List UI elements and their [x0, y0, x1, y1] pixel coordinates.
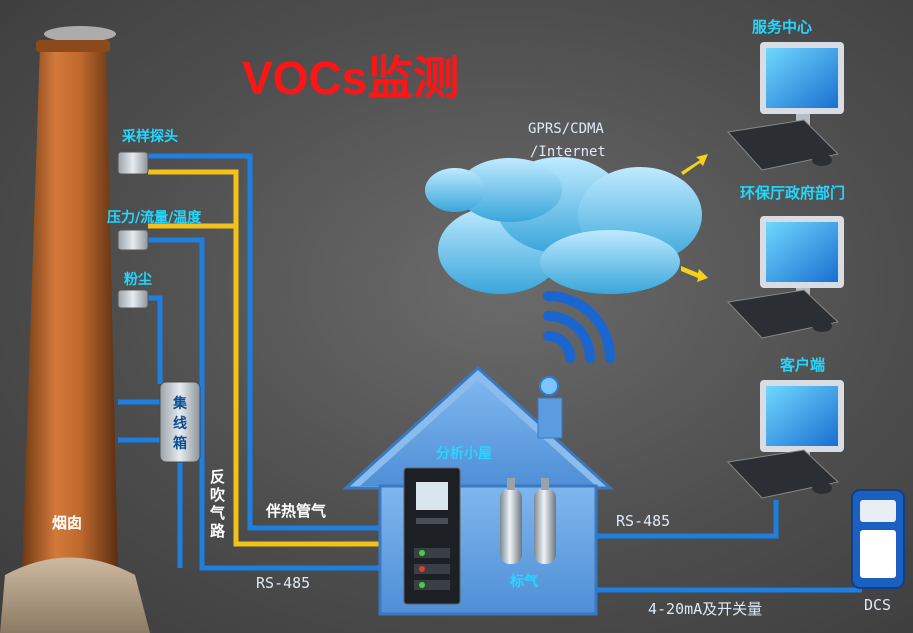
rs485-bottom-label: RS-485 — [256, 574, 310, 592]
arrow-down-right-icon — [681, 266, 708, 282]
wireless-signal-icon — [543, 291, 615, 363]
blue-pipes — [118, 153, 380, 571]
arrow-up-right-icon — [681, 154, 708, 175]
dust-sensor: 粉尘 — [117, 271, 152, 309]
sampling-probe: 采样探头 — [117, 128, 178, 175]
junction-box-char-2: 线 — [173, 415, 187, 432]
epa-department-label: 环保厅政府部门 — [740, 184, 845, 202]
heat-trace-pipe-label: 伴热管气 — [265, 502, 326, 520]
network-label-line2: /Internet — [530, 144, 606, 160]
computer-client — [726, 380, 844, 499]
computer-epa-department — [726, 216, 844, 339]
backblow-char-2: 吹 — [210, 486, 226, 504]
standard-gas-cylinders — [500, 478, 556, 564]
backblow-label: 反 吹 气 路 — [209, 468, 226, 540]
backblow-char-4: 路 — [210, 522, 226, 540]
service-center-label: 服务中心 — [752, 18, 812, 36]
yellow-pipes — [148, 169, 380, 547]
sampling-probe-label: 采样探头 — [121, 128, 178, 145]
dust-label: 粉尘 — [124, 271, 152, 288]
computer-service-center — [727, 42, 844, 171]
standard-gas-label: 标气 — [509, 573, 538, 590]
analysis-hut-label: 分析小屋 — [436, 445, 492, 462]
backblow-char-3: 气 — [209, 504, 225, 522]
analyzer-cabinet — [403, 467, 461, 605]
arrows — [681, 154, 708, 282]
dcs-label: DCS — [864, 596, 891, 614]
analysis-hut: 分析小屋 标气 — [342, 365, 614, 616]
pressure-flow-temp-sensor: 压力/流量/温度 — [107, 209, 202, 251]
junction-box: 集 线 箱 — [159, 381, 201, 463]
dcs-device — [851, 489, 905, 589]
network-label-line1: GPRS/CDMA — [528, 121, 604, 137]
pressure-flow-temp-label: 压力/流量/温度 — [107, 209, 202, 226]
page-title: VOCs监测 — [242, 52, 459, 104]
chimney-label: 烟囱 — [52, 514, 82, 532]
junction-box-char-3: 箱 — [173, 435, 187, 452]
rs485-right-label: RS-485 — [616, 512, 670, 530]
network-cloud — [425, 157, 702, 294]
right-connections — [596, 500, 862, 593]
backblow-char-1: 反 — [210, 468, 225, 486]
client-label: 客户端 — [779, 356, 825, 374]
antenna-ball — [539, 376, 559, 396]
io-signal-label: 4-20mA及开关量 — [648, 600, 762, 618]
junction-box-char-1: 集 — [172, 395, 188, 412]
chimney: 烟囱 — [0, 26, 150, 633]
